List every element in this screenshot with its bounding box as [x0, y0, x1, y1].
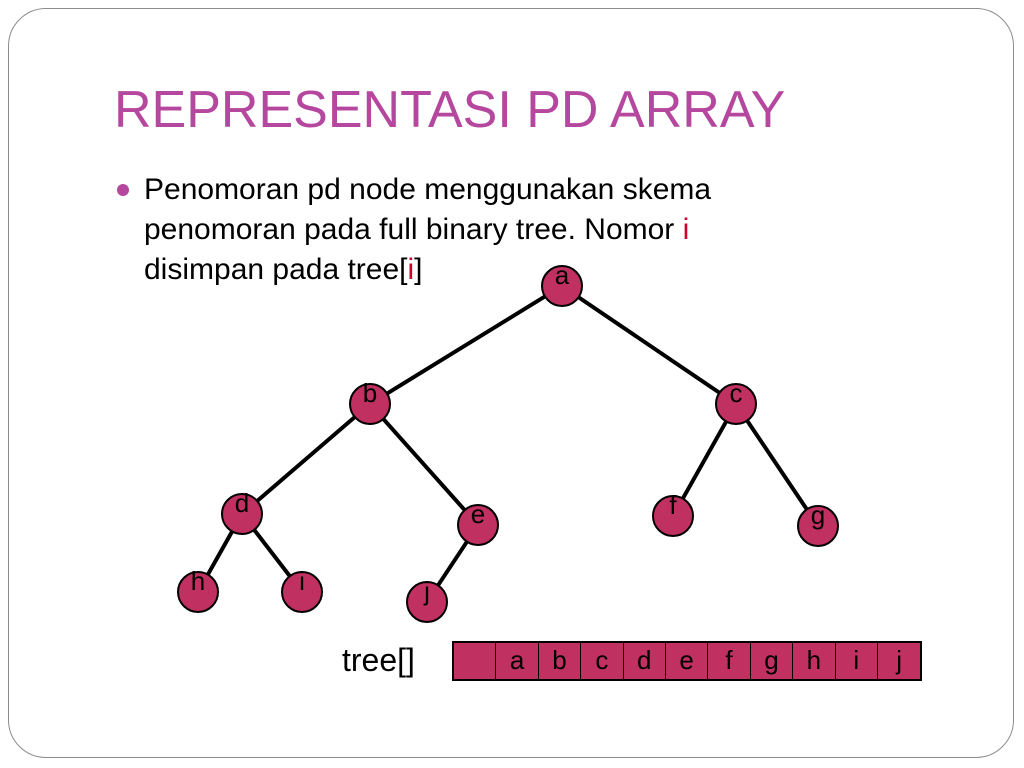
tree-node-label: h: [191, 566, 205, 596]
bullet-line-2: penomoran pada full binary tree. Nomor: [144, 213, 683, 246]
tree-node-b: b: [349, 378, 391, 425]
array-cell-6: f: [708, 643, 751, 679]
bullet-highlight-i-1: i: [682, 213, 690, 246]
array-cell-10: j: [896, 645, 902, 675]
tree-edge-e-j: [436, 540, 469, 587]
tree-node-circle: [406, 581, 448, 623]
tree-node-label: f: [669, 490, 677, 520]
tree-edge-b-e: [381, 417, 467, 512]
array-cell-3: c: [581, 643, 624, 679]
tree-node-c: c: [715, 378, 757, 425]
bullet-line-3: disimpan pada tree[: [144, 253, 408, 286]
tree-node-label: g: [811, 500, 825, 530]
tree-node-g: g: [797, 500, 839, 547]
array-cell-9: i: [836, 643, 878, 679]
slide-title: REPRESENTASI PD ARRAY: [114, 81, 786, 139]
bullet-text: Penomoran pd node menggunakan skema peno…: [144, 170, 864, 290]
tree-edges: [206, 294, 809, 587]
tree-node-label: a: [555, 260, 570, 290]
tree-node-label: c: [730, 378, 743, 408]
tree-edge-c-f: [681, 420, 728, 500]
tree-node-circle: [541, 265, 583, 307]
tree-node-circle: [652, 495, 694, 537]
tree-node-i: i: [281, 566, 323, 613]
tree-node-circle: [281, 571, 323, 613]
tree-node-circle: [349, 383, 391, 425]
array-cell-8: h: [793, 643, 836, 679]
array-cell-4: d: [624, 643, 666, 679]
tree-node-circle: [177, 571, 219, 613]
tree-node-f: f: [652, 490, 694, 537]
tree-node-label: b: [363, 378, 377, 408]
array-cell-5: e: [666, 643, 709, 679]
tree-edge-a-b: [385, 294, 547, 396]
tree-node-circle: [715, 383, 757, 425]
slide-frame: [8, 8, 1014, 758]
tree-node-h: h: [177, 566, 219, 613]
tree-node-label: e: [471, 499, 485, 529]
array-cell-0: [454, 643, 497, 679]
bullet-line-3-end: ]: [414, 253, 423, 286]
tree-node-label: i: [299, 566, 305, 596]
array-cell-7: g: [751, 643, 794, 679]
tree-node-circle: [797, 505, 839, 547]
array-cell-2: b: [539, 643, 582, 679]
tree-node-e: e: [457, 499, 499, 546]
tree-node-j: j: [406, 576, 448, 623]
array-label: tree[]: [342, 642, 415, 678]
tree-node-label: d: [235, 488, 249, 518]
tree-edge-d-i: [252, 528, 292, 578]
bullet-highlight-i-2: i: [407, 253, 415, 286]
tree-nodes: a b c d e f g h i j: [177, 260, 839, 623]
bullet-icon: [117, 184, 129, 196]
tree-edge-c-g: [745, 419, 809, 511]
bullet-line-1: Penomoran pd node menggunakan skema: [144, 173, 712, 206]
tree-edge-b-d: [255, 415, 357, 503]
tree-node-d: d: [221, 488, 263, 535]
tree-node-label: j: [423, 576, 430, 606]
tree-edge-a-c: [577, 295, 721, 395]
tree-node-circle: [221, 493, 263, 535]
array-cell-1: a: [496, 643, 539, 679]
tree-node-a: a: [541, 260, 583, 307]
tree-node-circle: [457, 504, 499, 546]
tree-edge-d-h: [206, 530, 234, 576]
